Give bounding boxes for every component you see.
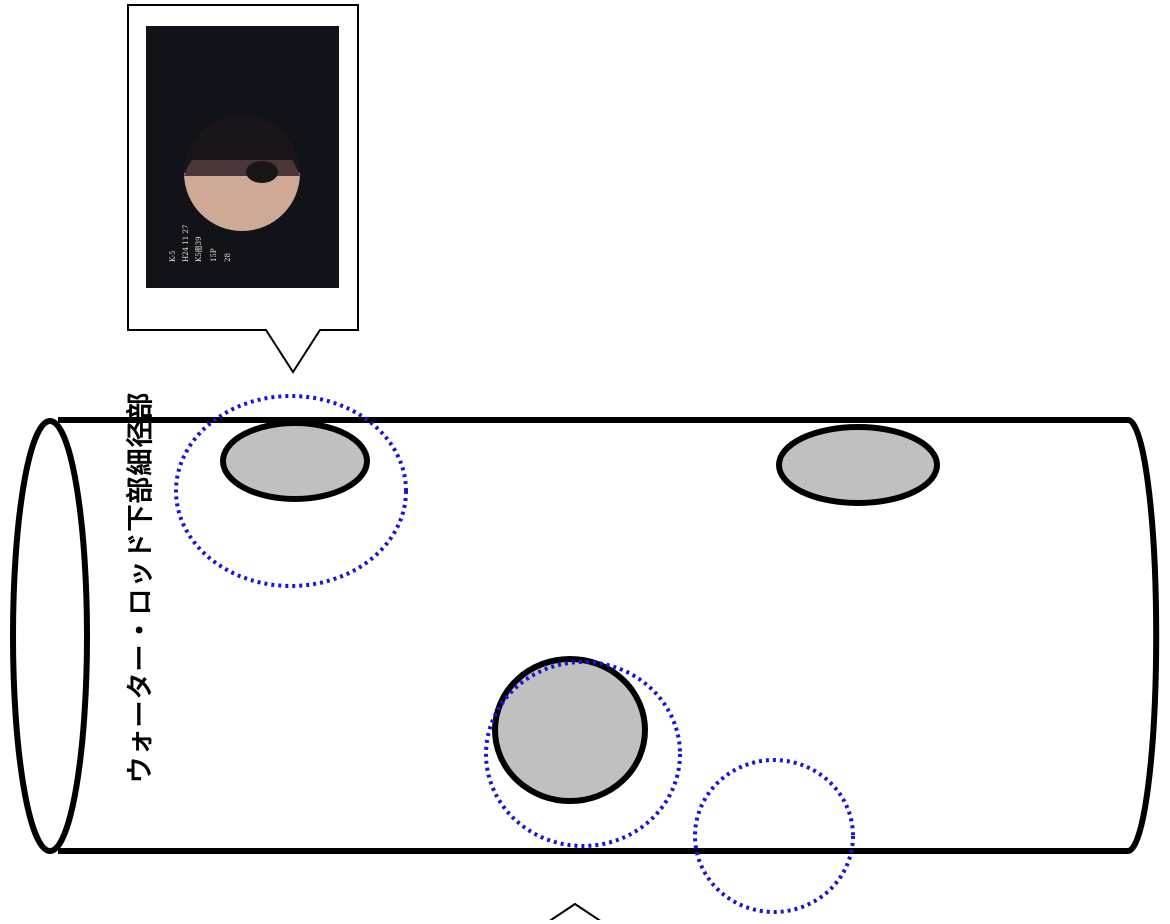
photo-hole-shadow — [246, 161, 278, 183]
photo-overlay-text: K-5 H24 11 27 K5图39 15P 28 — [169, 225, 232, 262]
water-rod-cylinder — [10, 417, 1160, 854]
photo-text-line-2: H24 11 27 — [182, 225, 190, 262]
marker-circle-lower-right — [693, 758, 855, 914]
rod-body — [58, 417, 1160, 854]
marker-circle-lower-center — [484, 660, 682, 848]
hole-top-right — [776, 424, 940, 506]
rod-end-face — [10, 418, 90, 854]
photo-text-line-5: 28 — [224, 253, 232, 262]
photo-text-line-4: 15P — [210, 248, 218, 262]
hole-top-left — [220, 420, 370, 502]
photo-text-line-3: K5图39 — [195, 236, 203, 262]
photo-text-line-1: K-5 — [169, 250, 177, 262]
callout-pointer-bottom — [547, 902, 603, 923]
marker-circle-top-left — [174, 394, 408, 588]
photo-bore-floor — [184, 173, 300, 231]
photo-callout: K-5 H24 11 27 K5图39 15P 28 — [127, 4, 359, 374]
photo-bore-wall — [184, 160, 300, 176]
hole-lower-center — [492, 656, 648, 804]
